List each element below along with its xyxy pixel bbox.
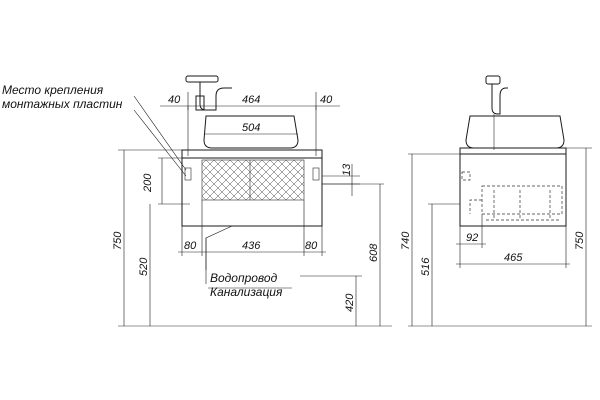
label-mount-line2: монтажных пластин xyxy=(2,97,123,111)
mount-plate-left xyxy=(184,167,192,181)
dim-front-520: 520 xyxy=(138,257,150,276)
side-plumbing xyxy=(461,171,563,221)
dim-front-464: 464 xyxy=(242,94,260,106)
dim-front-420: 420 xyxy=(344,293,356,312)
front-view: 40 464 40 504 200 13 80 436 80 750 520 xyxy=(112,75,392,327)
mount-plate-right xyxy=(312,167,320,181)
dim-front-40-right: 40 xyxy=(320,94,333,106)
dim-side-516: 516 xyxy=(420,257,432,276)
front-basin xyxy=(203,115,299,149)
dim-front-504: 504 xyxy=(242,122,260,134)
front-cabinet xyxy=(181,157,323,227)
dim-front-40-left: 40 xyxy=(168,94,181,106)
front-mesh-panel xyxy=(201,159,305,201)
dim-side-92: 92 xyxy=(466,232,478,244)
dim-front-750: 750 xyxy=(112,231,124,250)
side-countertop xyxy=(459,147,567,155)
side-view: 740 516 92 465 750 xyxy=(400,75,592,327)
dim-front-80-right: 80 xyxy=(305,240,318,252)
dim-front-80-left: 80 xyxy=(184,240,197,252)
dim-side-740: 740 xyxy=(400,231,412,250)
dim-side-750: 750 xyxy=(574,231,586,250)
front-faucet xyxy=(185,75,232,111)
label-sewer: Канализация xyxy=(210,285,283,299)
label-mount-line1: Место крепления xyxy=(2,83,104,97)
label-water: Водопровод xyxy=(210,271,278,285)
side-basin xyxy=(465,115,565,149)
front-countertop xyxy=(181,149,323,159)
side-faucet xyxy=(485,75,508,150)
dim-side-465: 465 xyxy=(504,252,523,264)
side-cabinet xyxy=(459,153,567,227)
dim-front-608: 608 xyxy=(368,243,380,262)
dim-front-13: 13 xyxy=(341,163,353,176)
dim-front-200: 200 xyxy=(142,173,154,193)
dim-front-436: 436 xyxy=(242,240,261,252)
